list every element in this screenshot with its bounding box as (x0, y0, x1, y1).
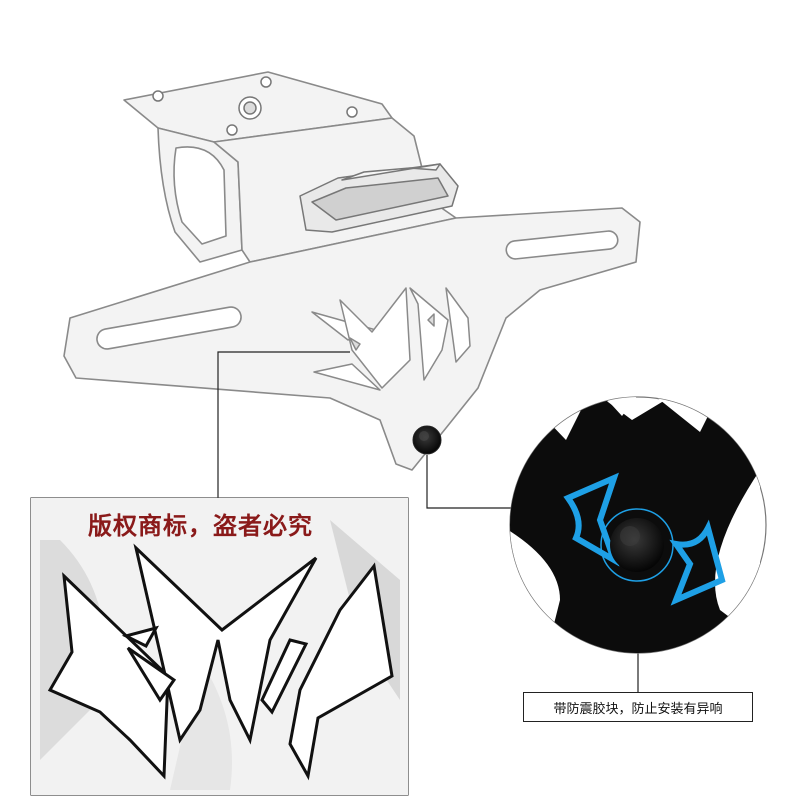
emblem-detail-box (30, 497, 409, 796)
license-plate-bracket (63, 71, 641, 471)
emblem-cutout (311, 287, 471, 391)
zoomed-bumper (610, 518, 664, 572)
accent-star-left (563, 472, 620, 567)
mount-holes (152, 76, 358, 136)
right-slot (505, 230, 619, 260)
zoom-detail-circle (509, 396, 767, 654)
watermark-text: 版权商标，盗者必究 (88, 512, 313, 540)
feature-caption: 带防震胶块，防止安装有异响 (523, 692, 753, 722)
accent-star-right (669, 519, 726, 606)
callout-lines (217, 351, 639, 692)
left-slot (96, 306, 242, 350)
led-light (299, 163, 459, 233)
feature-caption-label: 带防震胶块，防止安装有异响 (553, 701, 723, 717)
